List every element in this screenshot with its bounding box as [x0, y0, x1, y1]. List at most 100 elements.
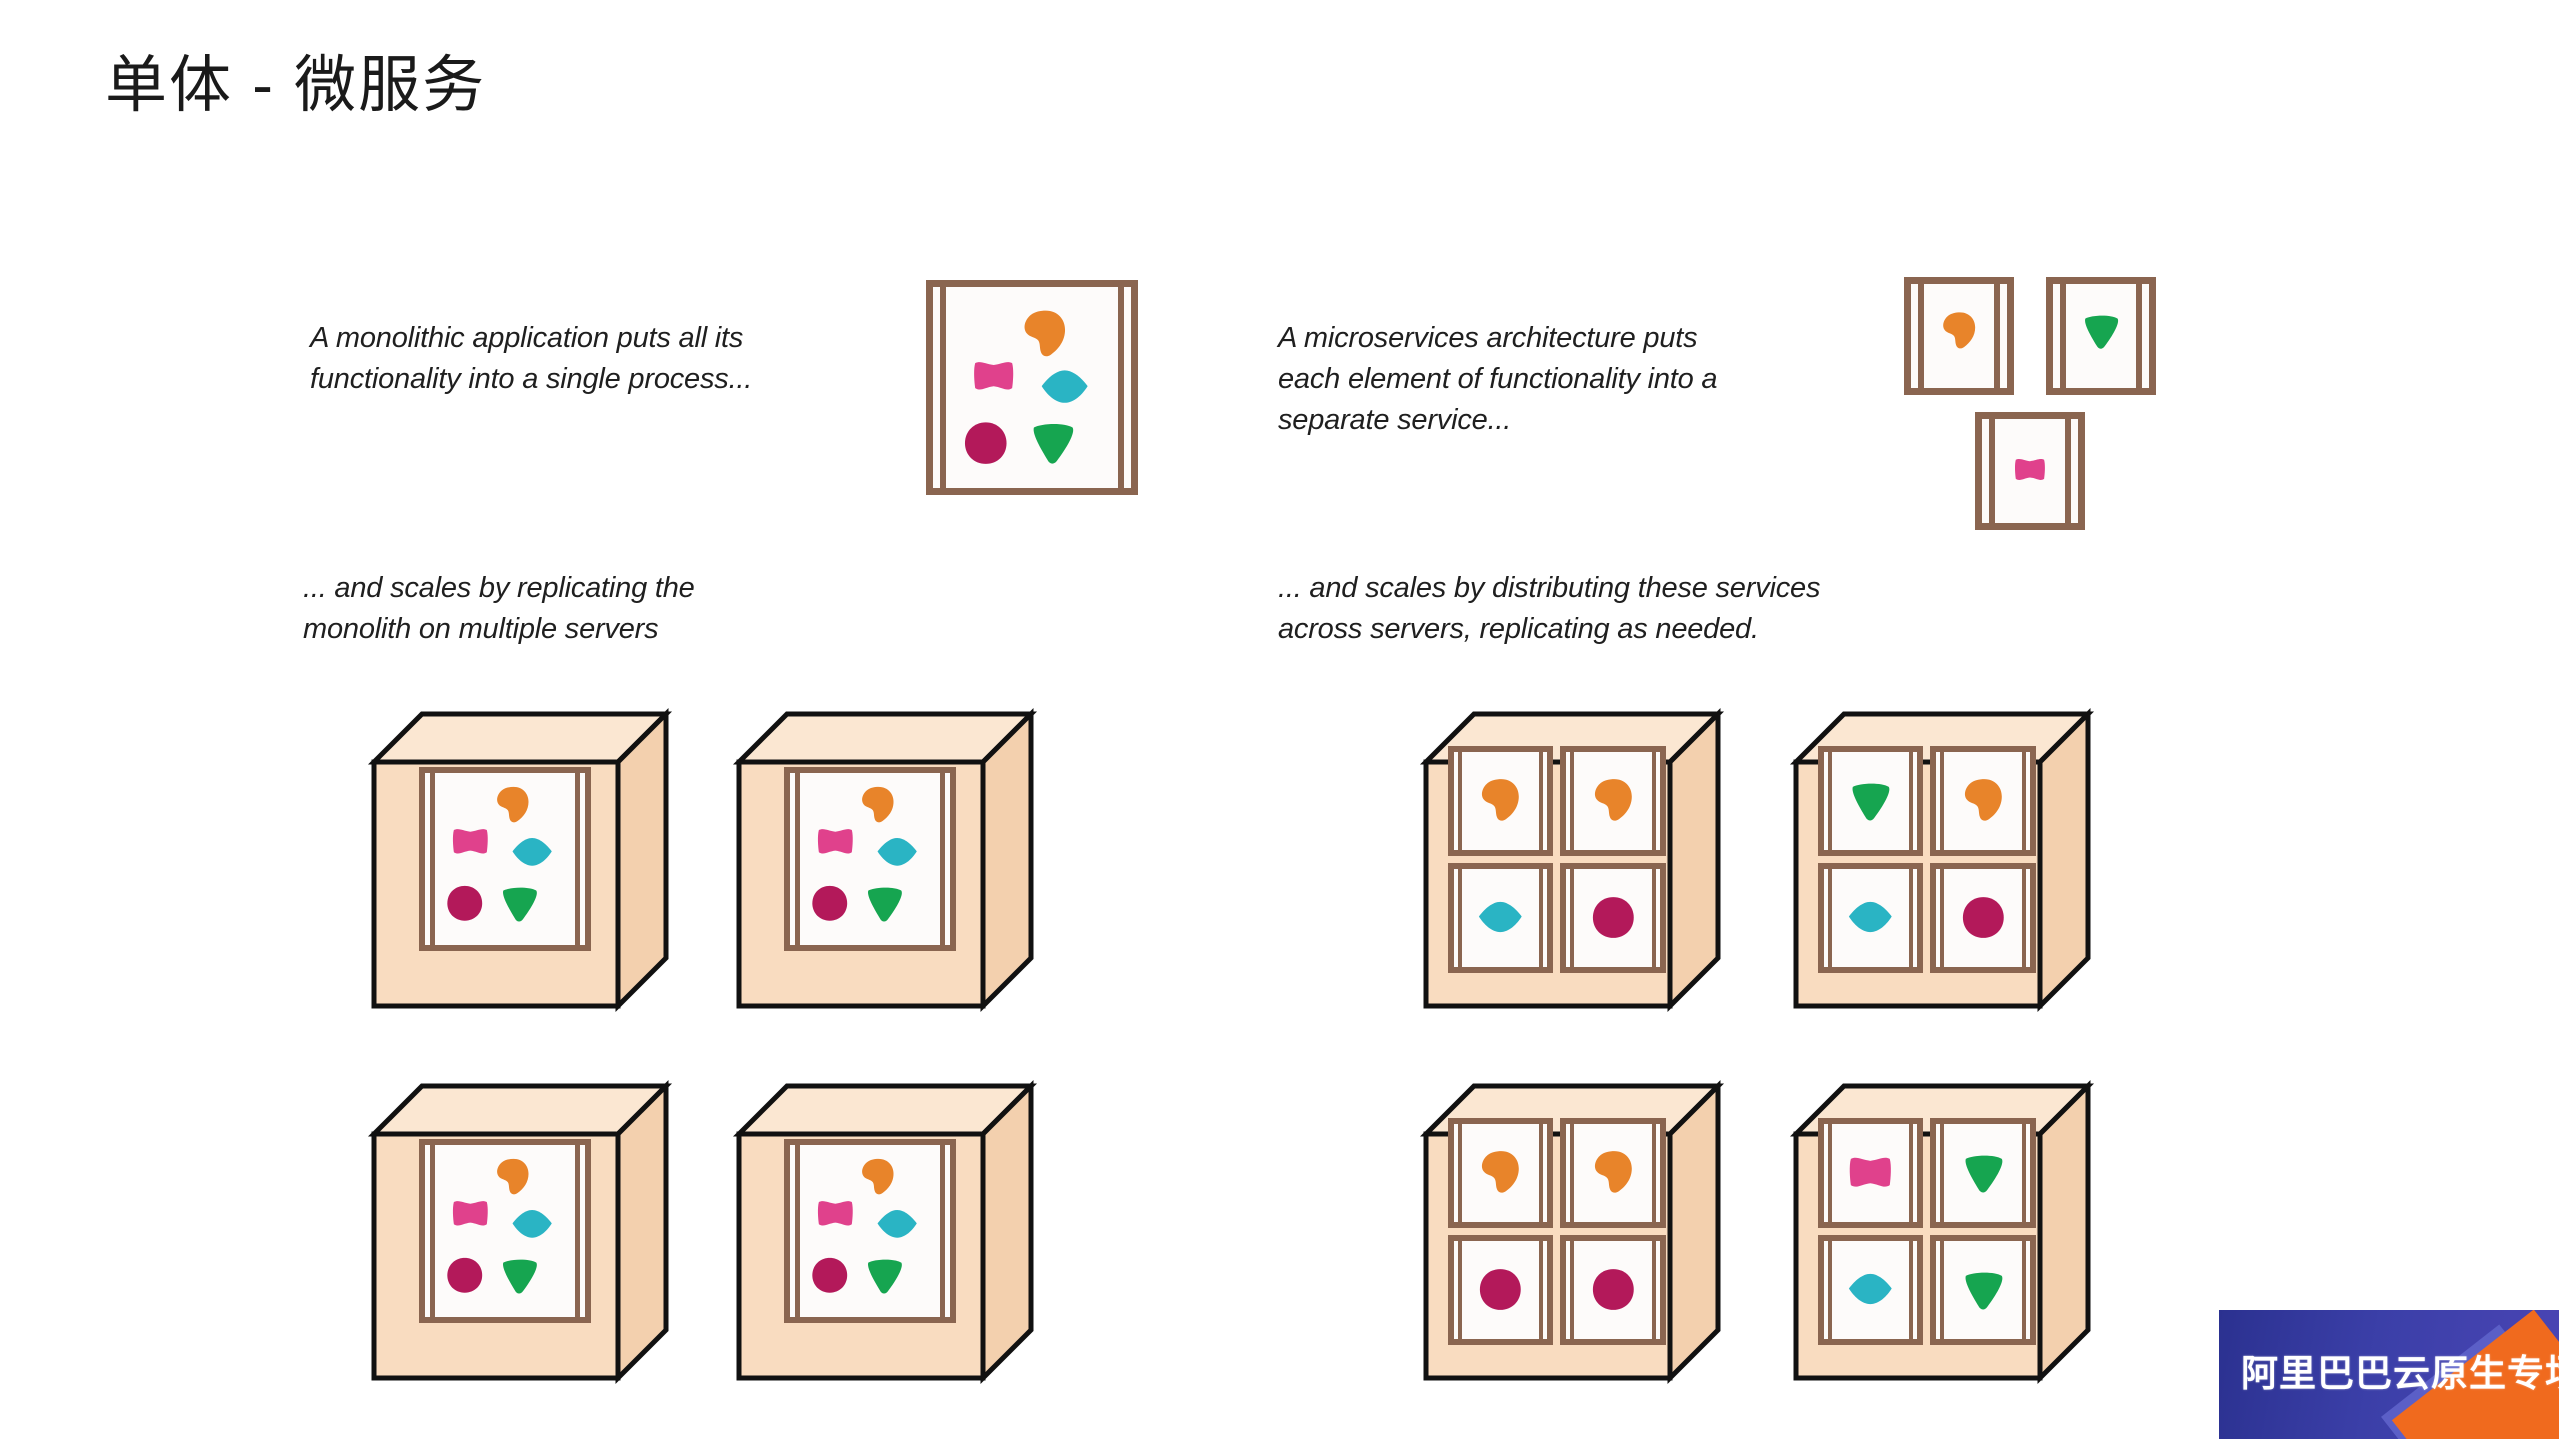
cyan-diamond-icon: [505, 1202, 559, 1247]
server-front-face: [754, 738, 986, 980]
service-quadrant: [1817, 1117, 1924, 1228]
service-quadrant-grid: [1817, 1117, 2036, 1345]
cyan-diamond-icon: [505, 830, 559, 875]
magenta-circle-icon: [1589, 1264, 1638, 1315]
magenta-circle-icon: [961, 418, 1011, 468]
server-front-face: [1811, 738, 2043, 980]
service-box-orange: [1904, 277, 2014, 395]
service-quadrant: [1447, 862, 1554, 973]
pink-bowtie-icon: [961, 353, 1026, 399]
orange-blob-icon: [1018, 307, 1071, 361]
orange-blob-icon: [1938, 307, 1980, 355]
caption-monolith-intro: A monolithic application puts all its fu…: [310, 318, 930, 400]
microservice-server-3: [1412, 1072, 1732, 1392]
caption-line: separate service...: [1278, 404, 1512, 437]
server-front-face: [1441, 738, 1673, 980]
service-shape-container: [1911, 284, 2007, 388]
orange-blob-icon: [1589, 1147, 1638, 1198]
caption-line: A microservices architecture puts: [1278, 322, 1698, 354]
service-quadrant: [1930, 862, 2036, 973]
server-front-face: [389, 1110, 621, 1352]
monolith-server-3: [360, 1072, 680, 1392]
cyan-diamond-icon: [870, 1202, 924, 1247]
monolith-window: [418, 1139, 591, 1323]
cyan-diamond-icon: [1476, 892, 1525, 943]
service-quadrant: [1447, 1234, 1554, 1345]
pink-bowtie-icon: [809, 821, 862, 862]
service-quadrant: [1817, 745, 1924, 856]
magenta-circle-icon: [1589, 892, 1638, 943]
service-box-green: [2046, 277, 2156, 395]
pink-bowtie-icon: [1846, 1147, 1895, 1198]
caption-microservices-intro: A microservices architecture puts each e…: [1278, 318, 1918, 442]
green-triangle-icon: [1026, 416, 1079, 468]
orange-blob-icon: [1476, 775, 1525, 826]
caption-line: each element of functionality into a: [1278, 363, 1718, 396]
pink-bowtie-icon: [2005, 452, 2055, 487]
service-quadrant: [1930, 745, 2036, 856]
brand-badge: 阿里巴巴云原生专场: [2219, 1310, 2559, 1439]
magenta-circle-icon: [809, 1253, 851, 1298]
service-shape-container: [1982, 419, 2078, 523]
monolith-window: [418, 767, 591, 951]
service-quadrant: [1560, 1117, 1666, 1228]
service-quadrant-grid: [1447, 1117, 1666, 1345]
cyan-diamond-icon: [1846, 1264, 1895, 1315]
caption-microservices-scale: ... and scales by distributing these ser…: [1278, 568, 1998, 650]
green-triangle-icon: [2077, 309, 2125, 353]
service-quadrant-grid: [1817, 745, 2036, 973]
cyan-diamond-icon: [1846, 892, 1895, 943]
monolith-server-4: [725, 1072, 1045, 1392]
magenta-circle-icon: [809, 881, 851, 926]
server-front-face: [1811, 1110, 2043, 1352]
orange-blob-icon: [857, 782, 899, 828]
monolith-server-1: [360, 700, 680, 1020]
server-front-face: [389, 738, 621, 980]
service-quadrant: [1817, 1234, 1924, 1345]
magenta-circle-icon: [1476, 1264, 1525, 1315]
service-quadrant: [1560, 1234, 1666, 1345]
caption-line: ... and scales by distributing these ser…: [1278, 572, 1821, 604]
service-quadrant: [1560, 745, 1666, 856]
green-triangle-icon: [1959, 1147, 2008, 1198]
orange-blob-icon: [1476, 1147, 1525, 1198]
green-triangle-icon: [497, 1252, 542, 1298]
caption-line: A monolithic application puts all its: [310, 322, 744, 354]
microservice-server-1: [1412, 700, 1732, 1020]
pink-bowtie-icon: [444, 1193, 497, 1234]
green-triangle-icon: [862, 880, 907, 926]
caption-monolith-scale: ... and scales by replicating the monoli…: [303, 568, 953, 650]
cyan-diamond-icon: [870, 830, 924, 875]
orange-blob-icon: [1589, 775, 1638, 826]
microservice-server-2: [1782, 700, 2102, 1020]
monolith-shapes-container: [933, 287, 1131, 488]
green-triangle-icon: [497, 880, 542, 926]
monolith-application-box: [926, 280, 1138, 495]
pink-bowtie-icon: [809, 1193, 862, 1234]
monolith-window: [783, 1139, 956, 1323]
green-triangle-icon: [1959, 1264, 2008, 1315]
orange-blob-icon: [492, 1154, 534, 1200]
caption-line: across servers, replicating as needed.: [1278, 613, 1759, 646]
service-quadrant: [1930, 1117, 2036, 1228]
caption-line: functionality into a single process...: [310, 363, 753, 396]
monolith-window: [783, 767, 956, 951]
service-quadrant: [1447, 1117, 1554, 1228]
microservice-server-4: [1782, 1072, 2102, 1392]
caption-line: monolith on multiple servers: [303, 613, 659, 646]
server-front-face: [1441, 1110, 1673, 1352]
service-quadrant: [1930, 1234, 2036, 1345]
badge-label: 阿里巴巴云原生专场: [2241, 1353, 2559, 1394]
pink-bowtie-icon: [444, 821, 497, 862]
magenta-circle-icon: [444, 881, 486, 926]
page-title: 单体 - 微服务: [105, 51, 487, 120]
service-shape-container: [2053, 284, 2149, 388]
service-box-pink: [1975, 412, 2085, 530]
service-quadrant: [1560, 862, 1666, 973]
caption-line: ... and scales by replicating the: [303, 572, 695, 604]
service-quadrant: [1447, 745, 1554, 856]
server-front-face: [754, 1110, 986, 1352]
magenta-circle-icon: [444, 1253, 486, 1298]
green-triangle-icon: [1846, 775, 1895, 826]
green-triangle-icon: [862, 1252, 907, 1298]
